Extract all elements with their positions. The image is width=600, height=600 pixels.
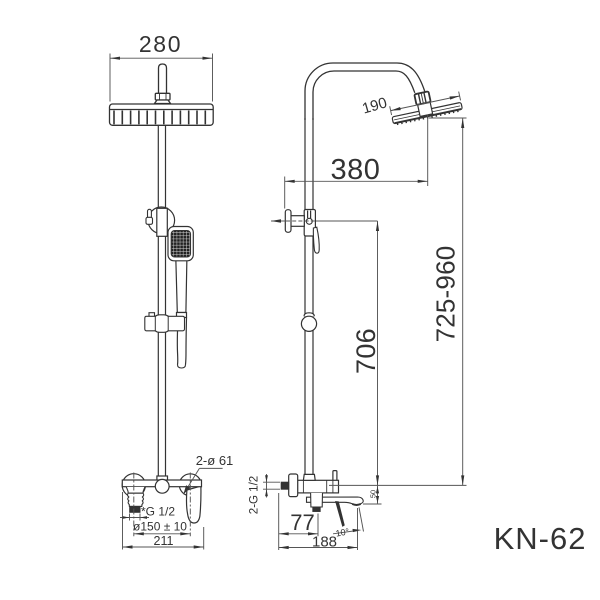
svg-text:725-960: 725-960 [431,246,461,343]
svg-text:380: 380 [331,154,381,186]
svg-text:KN-62: KN-62 [494,521,587,556]
svg-text:ø150 ± 10: ø150 ± 10 [133,520,187,534]
svg-text:280: 280 [139,31,182,57]
svg-text:77: 77 [290,510,314,535]
svg-text:10°: 10° [335,526,351,538]
svg-text:2-ø 61: 2-ø 61 [196,453,234,468]
svg-text:2-G 1/2: 2-G 1/2 [249,476,261,514]
svg-text:*G 1/2: *G 1/2 [141,505,175,519]
svg-text:50: 50 [368,490,377,498]
svg-text:211: 211 [154,534,174,548]
svg-text:188: 188 [312,534,337,551]
svg-text:190: 190 [360,94,389,117]
svg-text:706: 706 [351,328,381,374]
